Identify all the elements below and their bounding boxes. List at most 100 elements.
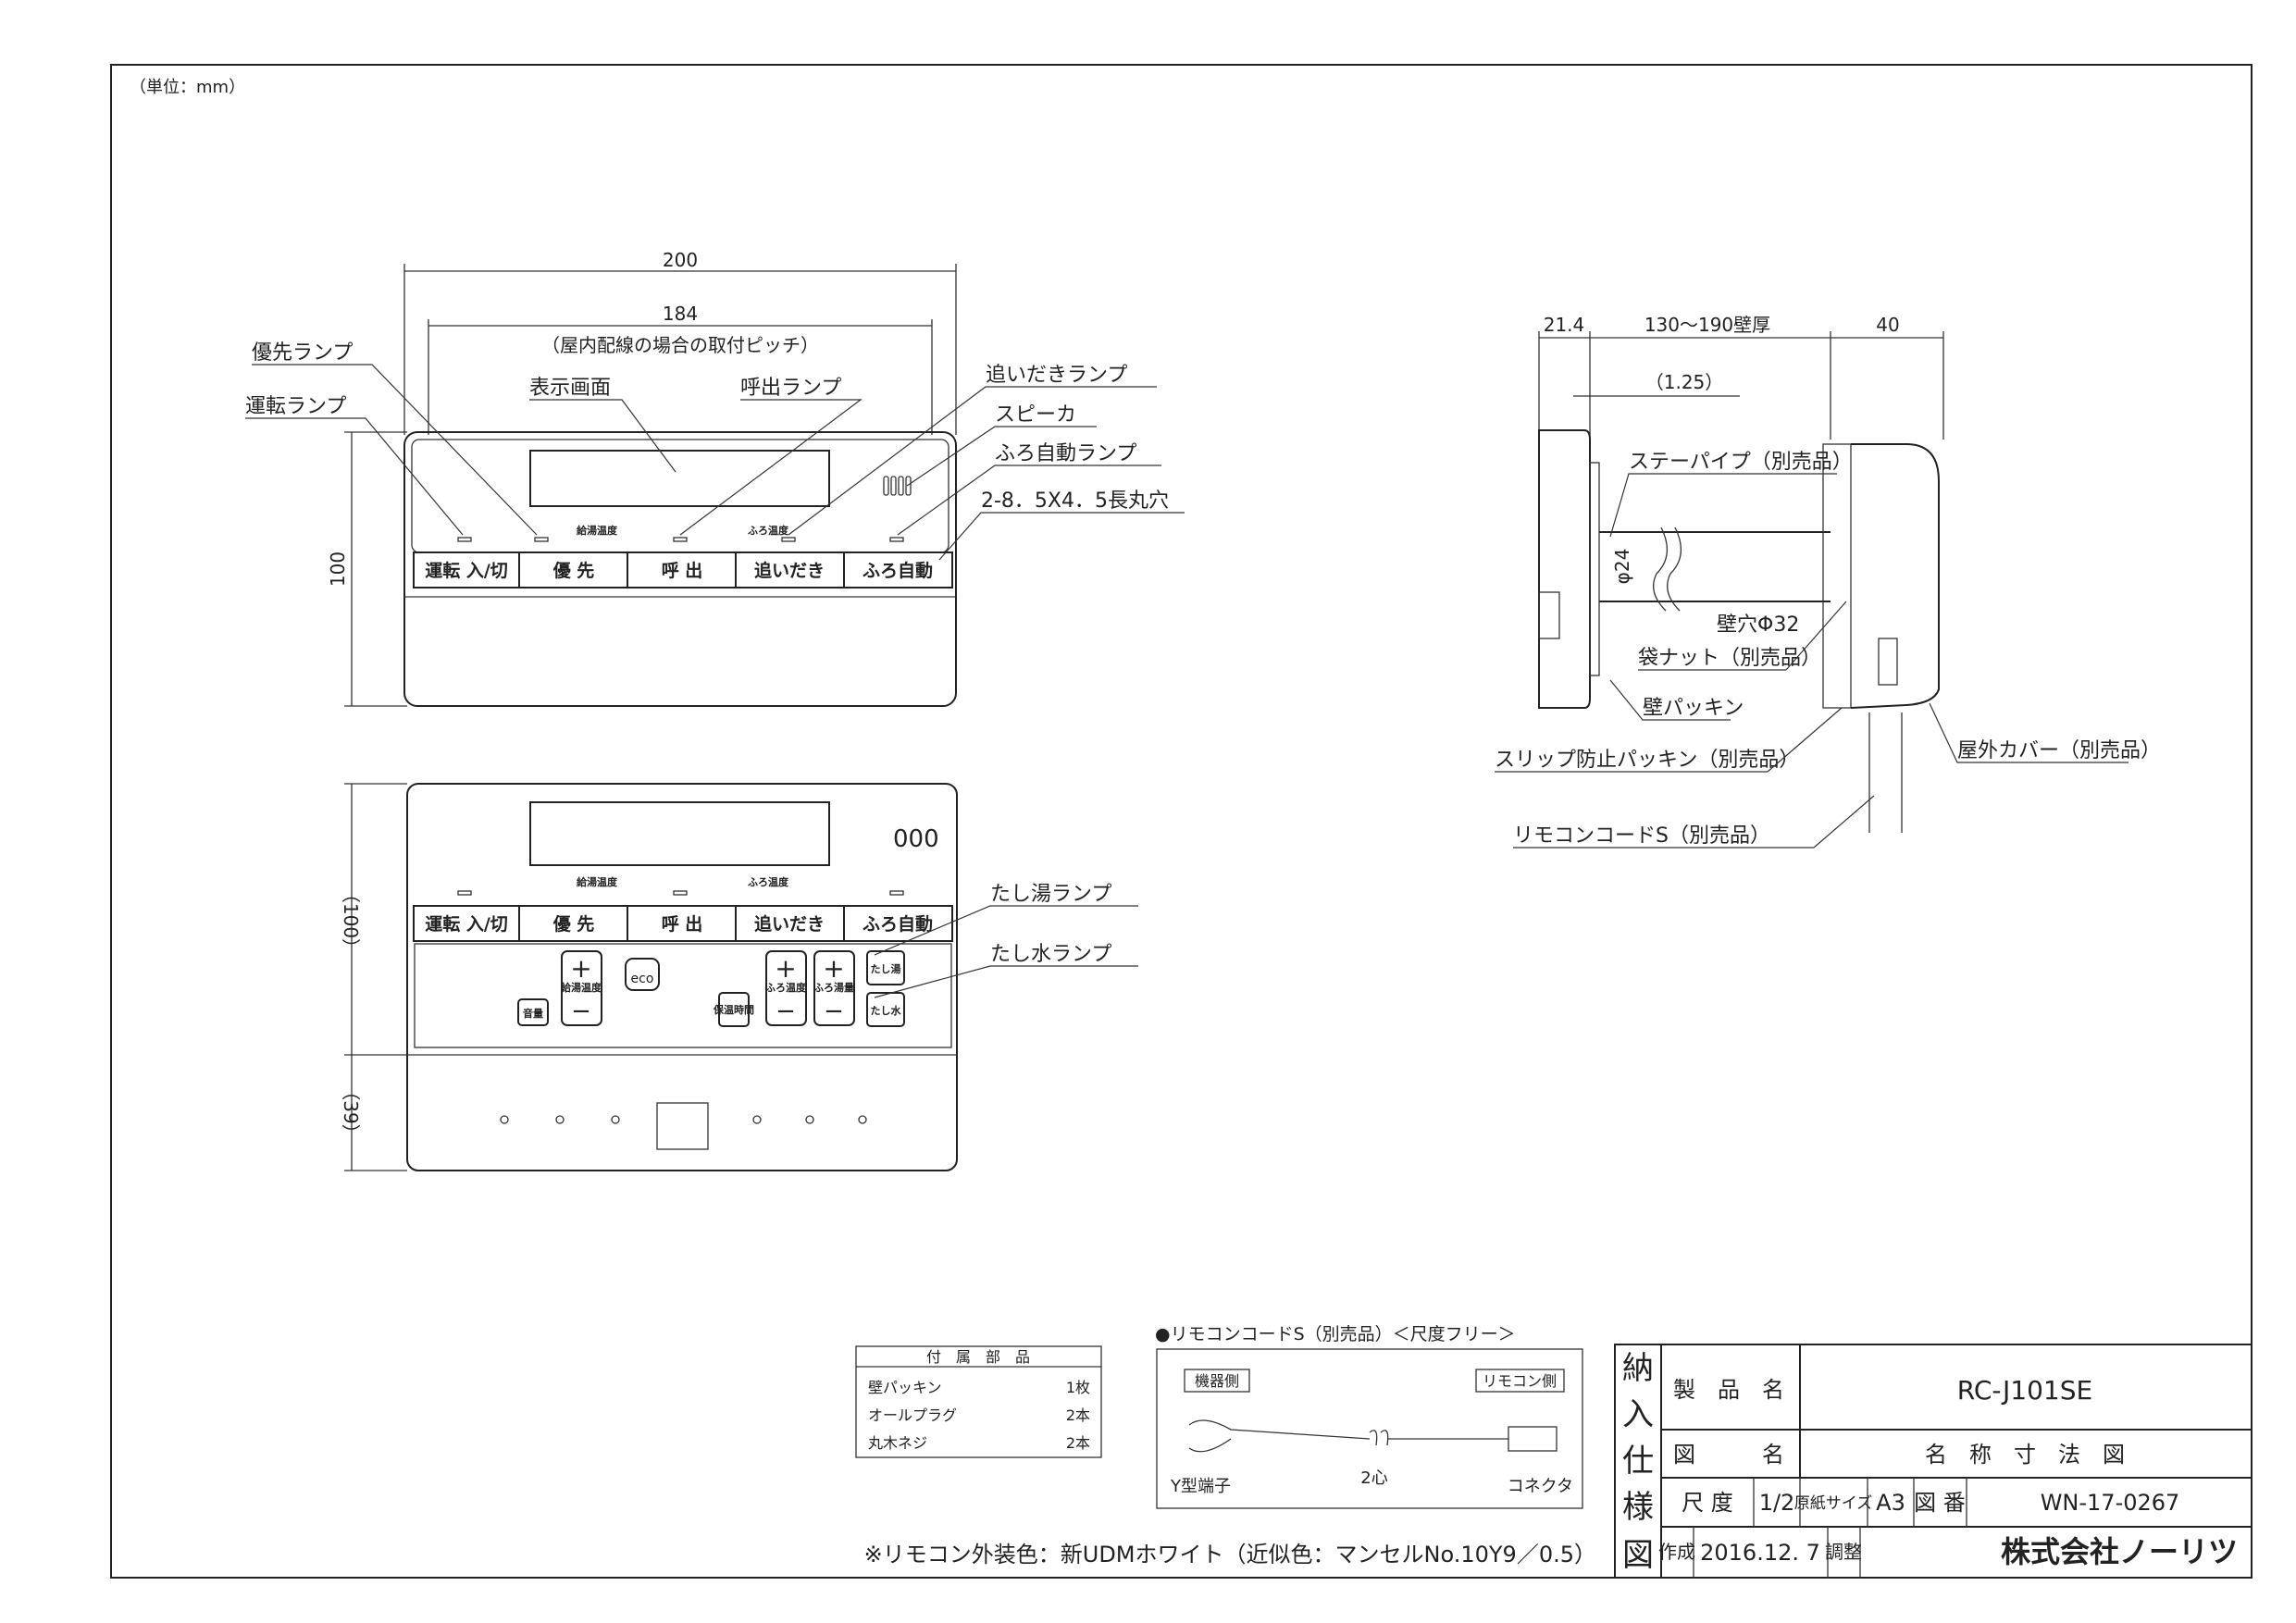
auto-bath-button[interactable] [843, 551, 953, 588]
cord-box-title: ●リモコンコードS（別売品）＜尺度フリー＞ [1155, 1324, 1516, 1344]
run-lamp-label: 運転ランプ [245, 395, 346, 418]
reheat-button-open-label: 追いだき [754, 913, 825, 935]
bath-level-stepper-label: ふろ湯量 [813, 981, 854, 994]
volume-button-label: 音量 [523, 1007, 543, 1020]
call-lamp-label: 呼出ランプ [740, 377, 841, 400]
date: 2016.12. 7 [1700, 1540, 1820, 1566]
keep-time-button-label: 保温時間 [713, 1003, 754, 1016]
company-logo: 株式会社ノーリツ [2001, 1534, 2238, 1569]
speaker-grille [883, 476, 912, 496]
add-hot-button-label: たし湯 [871, 962, 901, 975]
reheat-button-label: 追いだき [754, 560, 825, 581]
add-water-button-label: たし水 [871, 1004, 902, 1017]
wall-packing-label: 壁パッキン [1643, 697, 1744, 720]
outdoor-cover-label: 屋外カバー（別売品） [1957, 739, 2161, 762]
open-view: （100） （39） 000 給湯温度 ふろ温度 運転 入/切 優 先 呼 出 … [340, 783, 1138, 1171]
bath-temp-stepper[interactable] [765, 950, 807, 1026]
display-label: 表示画面 [529, 377, 611, 400]
accessory-qty: 2本 [1066, 1406, 1090, 1424]
add-hot-lamp-label: たし湯ランプ [990, 883, 1111, 906]
stay-pipe-label: ステーパイプ（別売品） [1629, 451, 1853, 474]
dim-pitch: 184 [663, 303, 698, 325]
dim-c: 40 [1876, 314, 1899, 336]
paper: A3 [1876, 1490, 1905, 1516]
add-water-button[interactable] [866, 992, 905, 1027]
title-block: 納 入 仕 様 図 製 品 名 RC-J101SE 図 名 名 称 寸 法 図 … [1614, 1344, 2253, 1579]
accessory-qty: 2本 [1066, 1434, 1090, 1452]
side-view: 21.4 130～190壁厚 40 （1.25） φ24 ステーパイプ（別売品）… [1495, 314, 2161, 849]
auto-bath-button-open-label: ふろ自動 [863, 913, 933, 935]
accessories-table: 付 属 部 品 壁パッキン 1枚 オールプラグ 2本 丸木ネジ 2本 [855, 1345, 1102, 1458]
remote-body-open [406, 783, 958, 1171]
wires-label: 2心 [1360, 1468, 1387, 1488]
drawing-name-label: 図 名 [1673, 1442, 1784, 1468]
remote-side-label: リモコン側 [1483, 1372, 1557, 1390]
dim-d: （1.25） [1645, 371, 1724, 393]
display-screen-open [529, 801, 830, 866]
side-char: 仕 [1622, 1443, 1654, 1480]
number-label: 図 番 [1914, 1490, 1966, 1516]
accessories-header: 付 属 部 品 [926, 1348, 1030, 1366]
front-view: 200 184 （屋内配線の場合の取付ピッチ） 100 給湯温度 ふろ温度 [245, 249, 1185, 707]
minus-icon: − [776, 997, 796, 1025]
accessory-name: 丸木ネジ [868, 1434, 927, 1452]
dim-a: 21.4 [1544, 314, 1585, 336]
cord-box: ●リモコンコードS（別売品）＜尺度フリー＞ 機器側 リモコン側 Y型端子 2心 … [1155, 1324, 1583, 1509]
remote-cord-label: リモコンコードS（別売品） [1513, 824, 1770, 848]
dim-b: 130～190壁厚 [1644, 314, 1770, 336]
bath-level-stepper[interactable] [813, 950, 855, 1026]
display-screen [529, 450, 830, 507]
keep-time-button[interactable] [718, 992, 750, 1027]
scale-label: 尺 度 [1682, 1490, 1733, 1516]
drawing-number: WN-17-0267 [2041, 1490, 2180, 1516]
outdoor-cover [1850, 443, 1940, 709]
priority-button-label: 優 先 [552, 560, 595, 581]
volume-button[interactable] [517, 998, 549, 1026]
hot-temp-label-2: 給湯温度 [577, 875, 618, 888]
hot-temp-stepper[interactable] [561, 950, 602, 1026]
adjust-label: 調整 [1825, 1541, 1862, 1563]
dim-lower: （39） [340, 1082, 362, 1142]
plus-icon: + [570, 953, 591, 984]
sub-panel [414, 943, 952, 1048]
hot-temp-stepper-label: 給湯温度 [561, 981, 602, 994]
dim-dia: φ24 [1611, 549, 1633, 585]
side-char: 入 [1622, 1396, 1654, 1433]
accessory-qty: 1枚 [1066, 1379, 1090, 1396]
paper-label: 原紙サイズ [1794, 1494, 1873, 1513]
y-terminal-icon [1188, 1419, 1371, 1453]
scale: 1/2 [1759, 1490, 1795, 1516]
plus-icon: + [775, 953, 796, 984]
reheat-button[interactable] [735, 551, 845, 588]
add-water-lamp-label: たし水ランプ [990, 943, 1111, 966]
priority-button-open-label: 優 先 [552, 913, 595, 935]
eco-button-label: eco [631, 972, 654, 986]
connector-label: コネクタ [1508, 1477, 1573, 1496]
color-note: ※リモコン外装色：新UDMホワイト（近似色：マンセルNo.10Y9／0.5） [864, 1542, 1596, 1567]
accessory-name: 壁パッキン [868, 1379, 942, 1396]
dim-height: 100 [327, 551, 349, 587]
auto-bath-button-open[interactable] [843, 905, 953, 942]
side-char: 納 [1622, 1350, 1654, 1387]
auto-lamp-label: ふろ自動ランプ [995, 442, 1136, 465]
unit-note: （単位：mm） [130, 78, 245, 97]
made-label: 作成 [1658, 1541, 1695, 1563]
reheat-lamp-label: 追いだきランプ [986, 364, 1127, 387]
minus-icon: − [824, 997, 844, 1025]
side-char: 様 [1622, 1489, 1654, 1526]
call-button[interactable] [627, 551, 737, 588]
side-char: 図 [1622, 1537, 1654, 1574]
dim-pitch-note: （屋内配線の場合の取付ピッチ） [541, 334, 819, 356]
priority-button-open[interactable] [518, 905, 628, 942]
product-name-label: 製 品 名 [1673, 1377, 1784, 1403]
minus-icon: − [571, 997, 591, 1025]
reheat-button-open[interactable] [735, 905, 845, 942]
hot-temp-label: 給湯温度 [577, 524, 618, 537]
sheet-frame [110, 64, 2253, 1579]
remote-side-body [1538, 429, 1591, 709]
speaker-label: スピーカ [995, 403, 1076, 427]
add-hot-button[interactable] [866, 950, 905, 985]
holes-label: 2-8．5X4．5長丸穴 [981, 489, 1169, 513]
eco-button[interactable] [625, 958, 660, 991]
